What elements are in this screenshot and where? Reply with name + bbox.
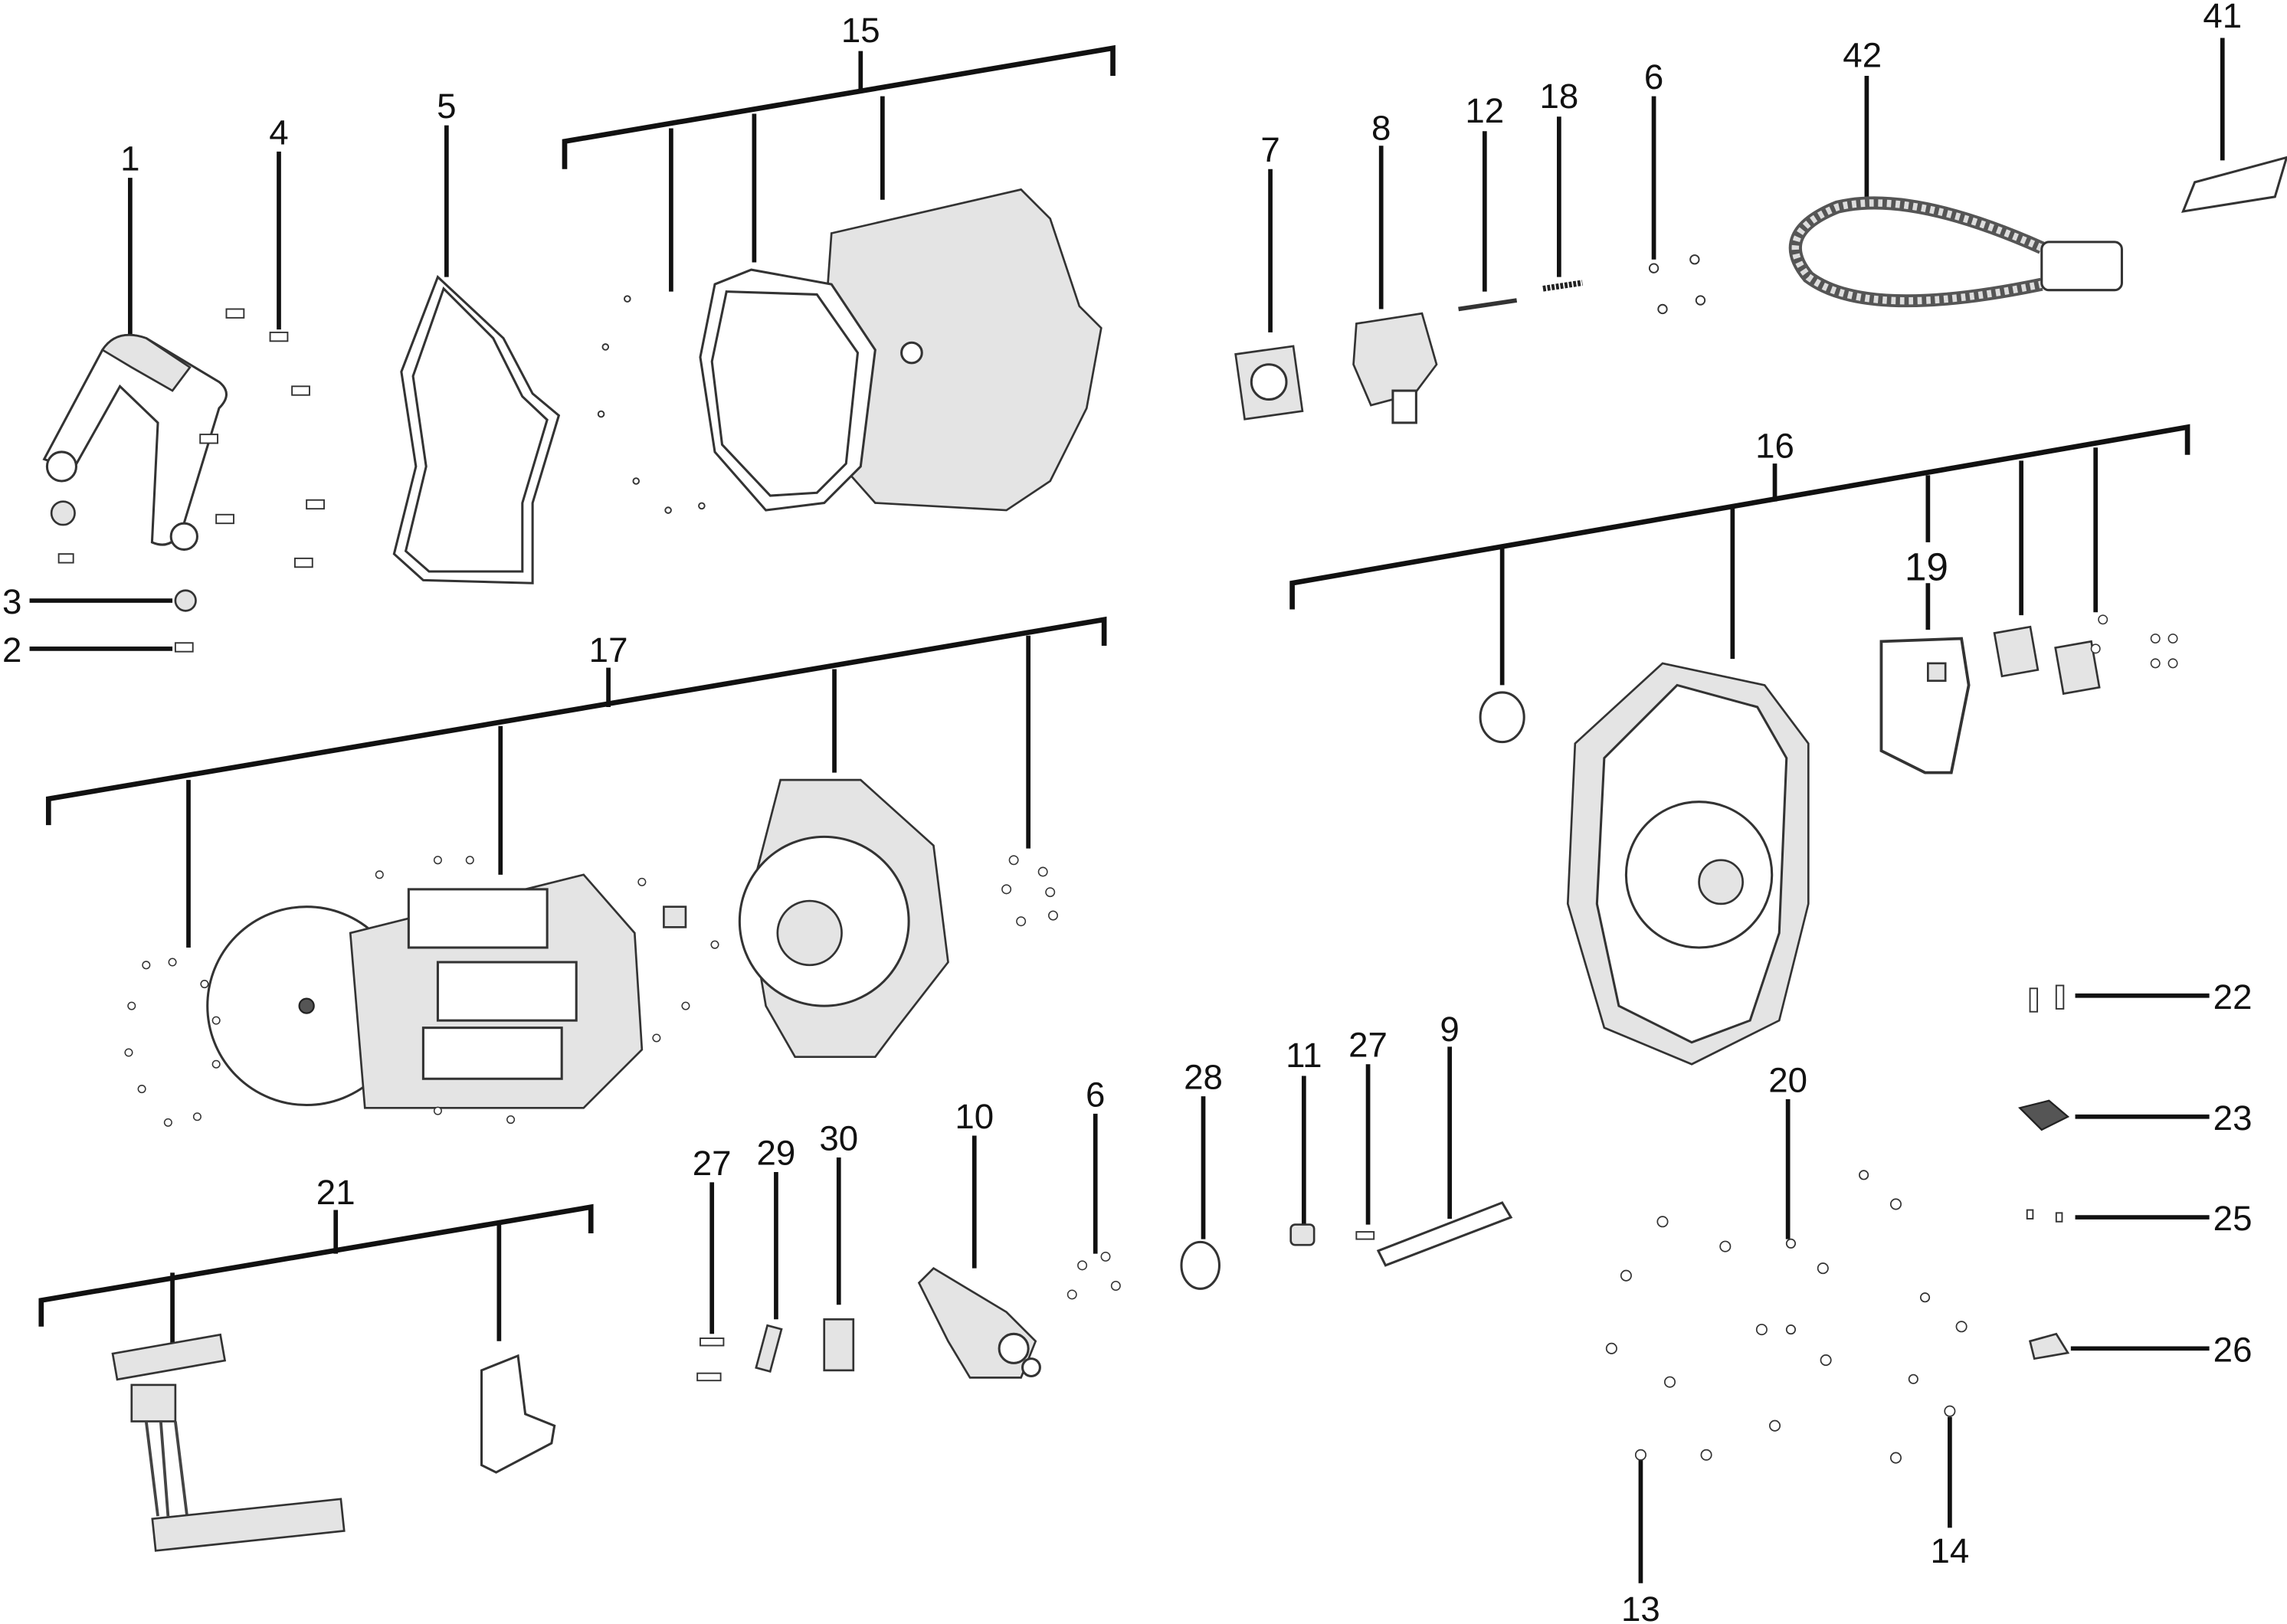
end-cover-part-16	[1479, 662, 1810, 1066]
callout-22: 22	[2213, 977, 2253, 1017]
callout-6-top: 6	[1644, 57, 1663, 97]
terminal-parts	[1993, 614, 2178, 696]
callout-8: 8	[1371, 109, 1391, 148]
callout-13: 13	[1621, 1590, 1660, 1624]
rotor-assembly-part	[124, 856, 719, 1127]
fasteners-right	[1605, 984, 2070, 1464]
callout-7: 7	[1260, 130, 1279, 169]
callout-26: 26	[2213, 1330, 2253, 1369]
handle-part	[42, 333, 228, 551]
callout-4: 4	[269, 113, 288, 152]
callout-23: 23	[2213, 1098, 2253, 1138]
callout-9: 9	[1440, 1010, 1459, 1049]
bracket-16	[1289, 424, 2190, 686]
callout-42: 42	[1843, 36, 1882, 75]
callout-21: 21	[316, 1173, 356, 1212]
callout-15: 15	[841, 11, 880, 50]
bracket-21	[38, 1203, 594, 1344]
callout-5: 5	[437, 87, 456, 126]
callout-27-right: 27	[1348, 1026, 1388, 1065]
gasket-part	[392, 274, 561, 584]
callout-41: 41	[2203, 0, 2242, 35]
callout-14: 14	[1930, 1531, 1969, 1570]
housing-part	[597, 188, 1103, 514]
callout-30: 30	[819, 1119, 858, 1158]
control-board-part-21	[111, 1333, 556, 1552]
leader-lines	[29, 38, 2225, 1583]
callout-1: 1	[120, 139, 139, 178]
bracket-17	[45, 616, 1107, 948]
callout-17: 17	[589, 630, 628, 670]
callout-29: 29	[757, 1134, 796, 1173]
end-plate-part	[738, 778, 1058, 1059]
callout-18: 18	[1539, 77, 1578, 116]
cord-part-42	[1788, 196, 2123, 308]
callout-20: 20	[1768, 1060, 1807, 1099]
spring-part-18	[1542, 280, 1583, 292]
callout-28: 28	[1184, 1058, 1223, 1097]
callout-2: 2	[2, 630, 21, 670]
callout-12: 12	[1465, 91, 1504, 130]
callout-16: 16	[1755, 427, 1794, 466]
nuts-part-6	[1648, 254, 1706, 315]
small-hardware-1-4	[50, 308, 325, 653]
callout-10: 10	[955, 1097, 994, 1136]
cover-part-8	[1352, 312, 1438, 424]
callout-25: 25	[2213, 1199, 2253, 1238]
callout-11: 11	[1286, 1036, 1322, 1075]
callout-3: 3	[2, 582, 21, 621]
connector-socket-part-7	[1234, 345, 1304, 421]
bracket-15	[562, 44, 1116, 292]
misc-small-parts	[696, 1201, 1513, 1382]
pin-part-12	[1458, 298, 1518, 312]
wire-bracket-part-19	[1879, 637, 1971, 774]
callout-27-left: 27	[693, 1144, 732, 1183]
label-plate-part-41	[2181, 156, 2287, 213]
callout-19: 19	[1905, 544, 1948, 588]
callout-6-bottom: 6	[1086, 1075, 1105, 1114]
